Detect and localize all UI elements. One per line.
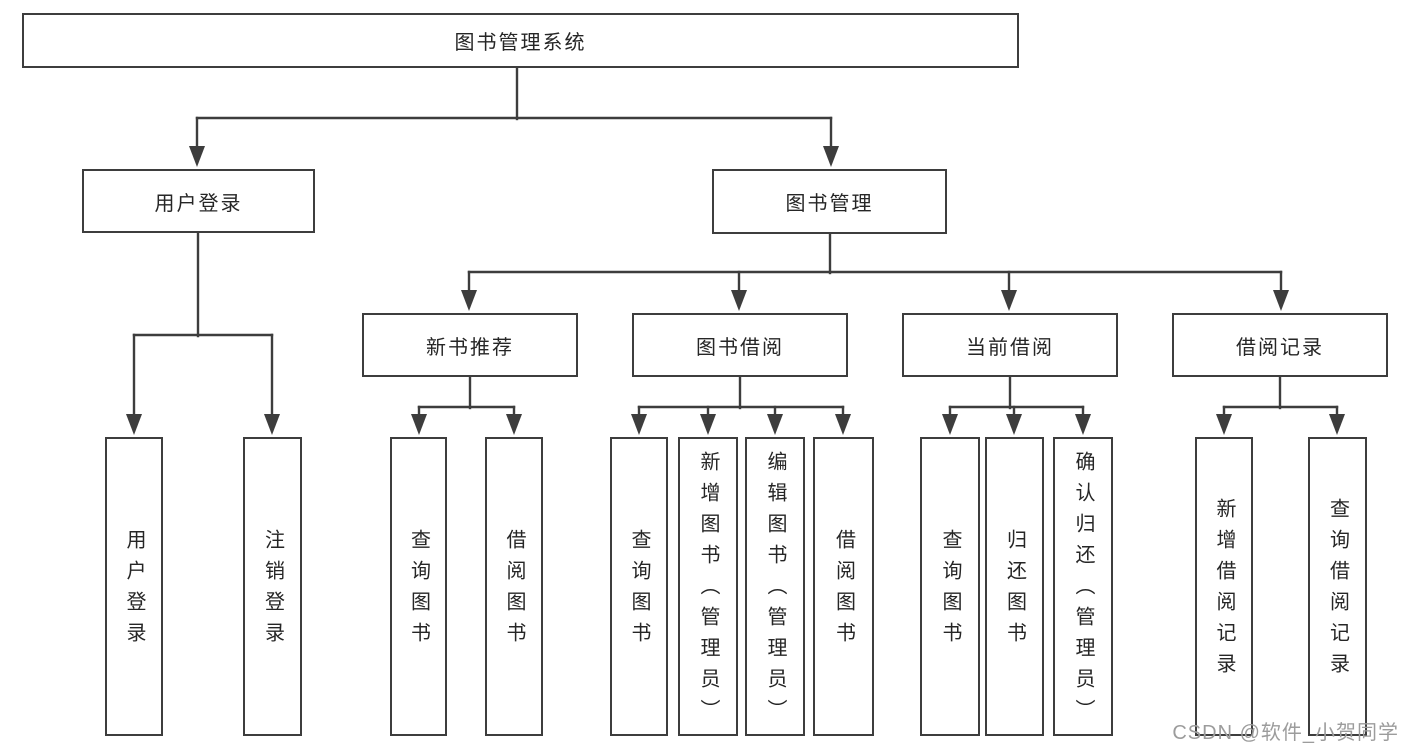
node-user-login: 用户登录 bbox=[82, 169, 315, 233]
leaf-borrow-book: 借阅图书 bbox=[813, 437, 874, 736]
node-current-borrow: 当前借阅 bbox=[902, 313, 1118, 377]
leaf-logout: 注销登录 bbox=[243, 437, 302, 736]
leaf-user-login: 用户登录 bbox=[105, 437, 163, 736]
leaf-borrow-book-newbook: 借阅图书 bbox=[485, 437, 543, 736]
leaf-query-book-borrow: 查询图书 bbox=[610, 437, 668, 736]
leaf-query-borrow-record: 查询借阅记录 bbox=[1308, 437, 1367, 736]
node-book-borrow: 图书借阅 bbox=[632, 313, 848, 377]
leaf-query-book-newbook: 查询图书 bbox=[390, 437, 447, 736]
node-library-management-system: 图书管理系统 bbox=[22, 13, 1019, 68]
node-book-management: 图书管理 bbox=[712, 169, 947, 234]
leaf-return-book: 归还图书 bbox=[985, 437, 1044, 736]
leaf-query-book-current: 查询图书 bbox=[920, 437, 980, 736]
csdn-watermark: CSDN @软件_小贺同学 bbox=[1172, 722, 1399, 744]
node-new-book-recommend: 新书推荐 bbox=[362, 313, 578, 377]
leaf-add-book-admin: 新增图书（管理员） bbox=[678, 437, 738, 736]
node-borrow-record: 借阅记录 bbox=[1172, 313, 1388, 377]
leaf-add-borrow-record: 新增借阅记录 bbox=[1195, 437, 1253, 736]
leaf-edit-book-admin: 编辑图书（管理员） bbox=[745, 437, 805, 736]
leaf-confirm-return-admin: 确认归还（管理员） bbox=[1053, 437, 1113, 736]
